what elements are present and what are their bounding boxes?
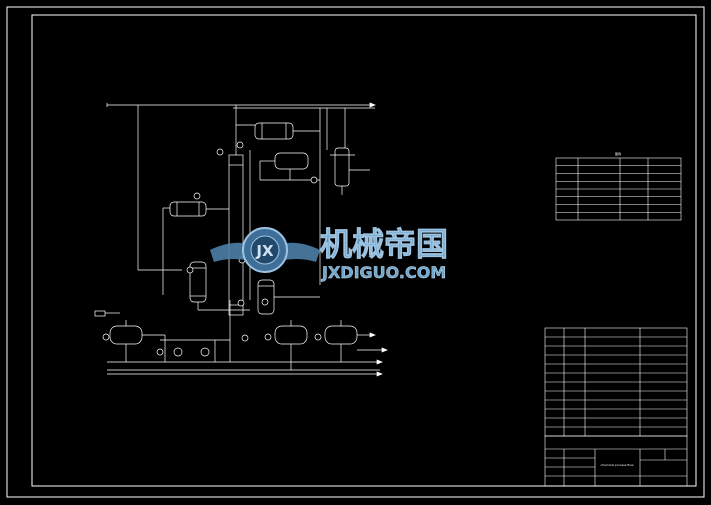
watermark-cn-text: 机械帝国	[320, 225, 448, 263]
watermark: JX 机械帝国 JXDIGUO.COM	[210, 225, 448, 282]
watermark-badge-text: JX	[255, 242, 274, 260]
legend-table	[555, 157, 682, 221]
winged-badge-icon	[210, 227, 320, 273]
instrument-tags	[102, 141, 322, 342]
watermark-en-text: JXDIGUO.COM	[321, 263, 446, 282]
legend-title: 图例	[615, 151, 621, 156]
inner-border	[31, 14, 697, 487]
process-lines	[94, 102, 388, 377]
parameter-table	[544, 327, 688, 437]
title-block	[544, 435, 688, 487]
outer-border	[6, 6, 705, 498]
drawing-title: chemical process flow	[600, 463, 634, 467]
